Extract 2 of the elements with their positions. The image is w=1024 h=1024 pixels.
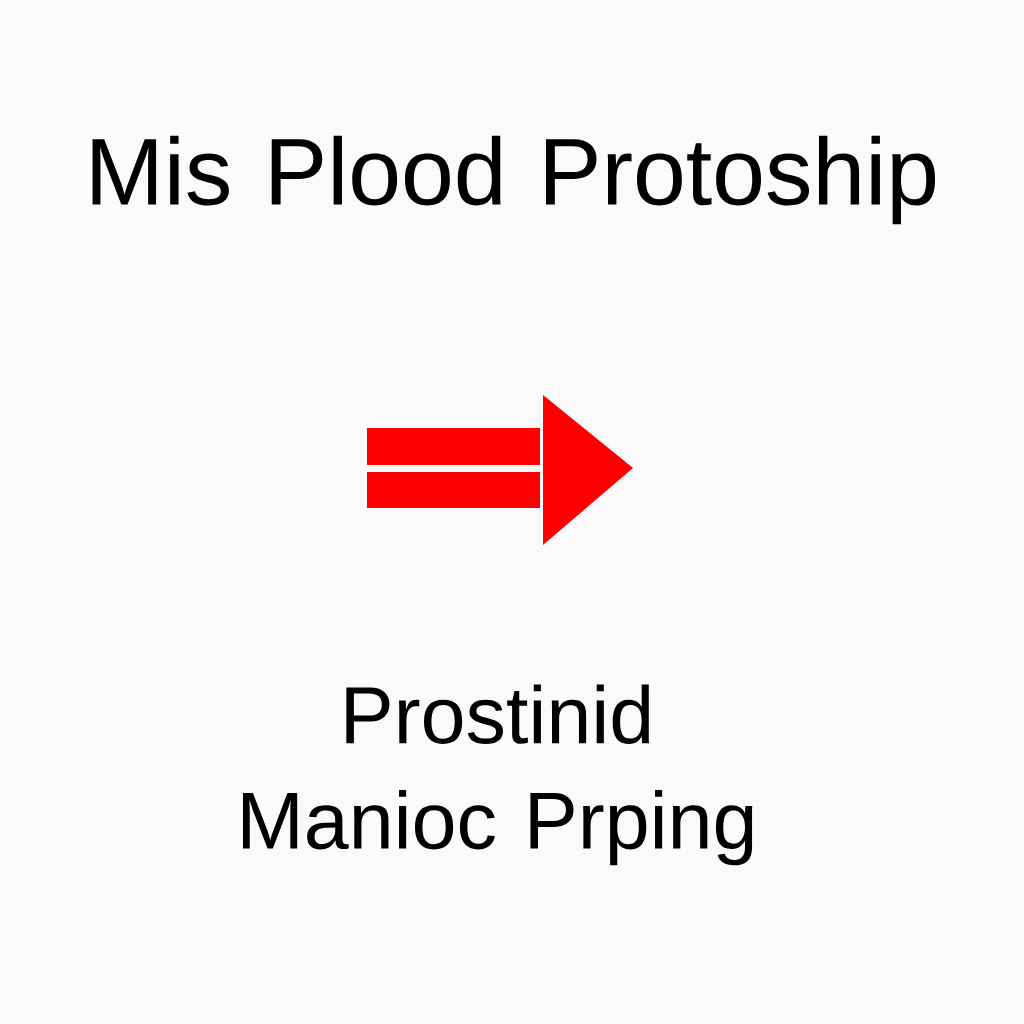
caption: Prostinid Manioc Prping [243,684,753,866]
title: Mis Plood Protoship [92,135,936,225]
